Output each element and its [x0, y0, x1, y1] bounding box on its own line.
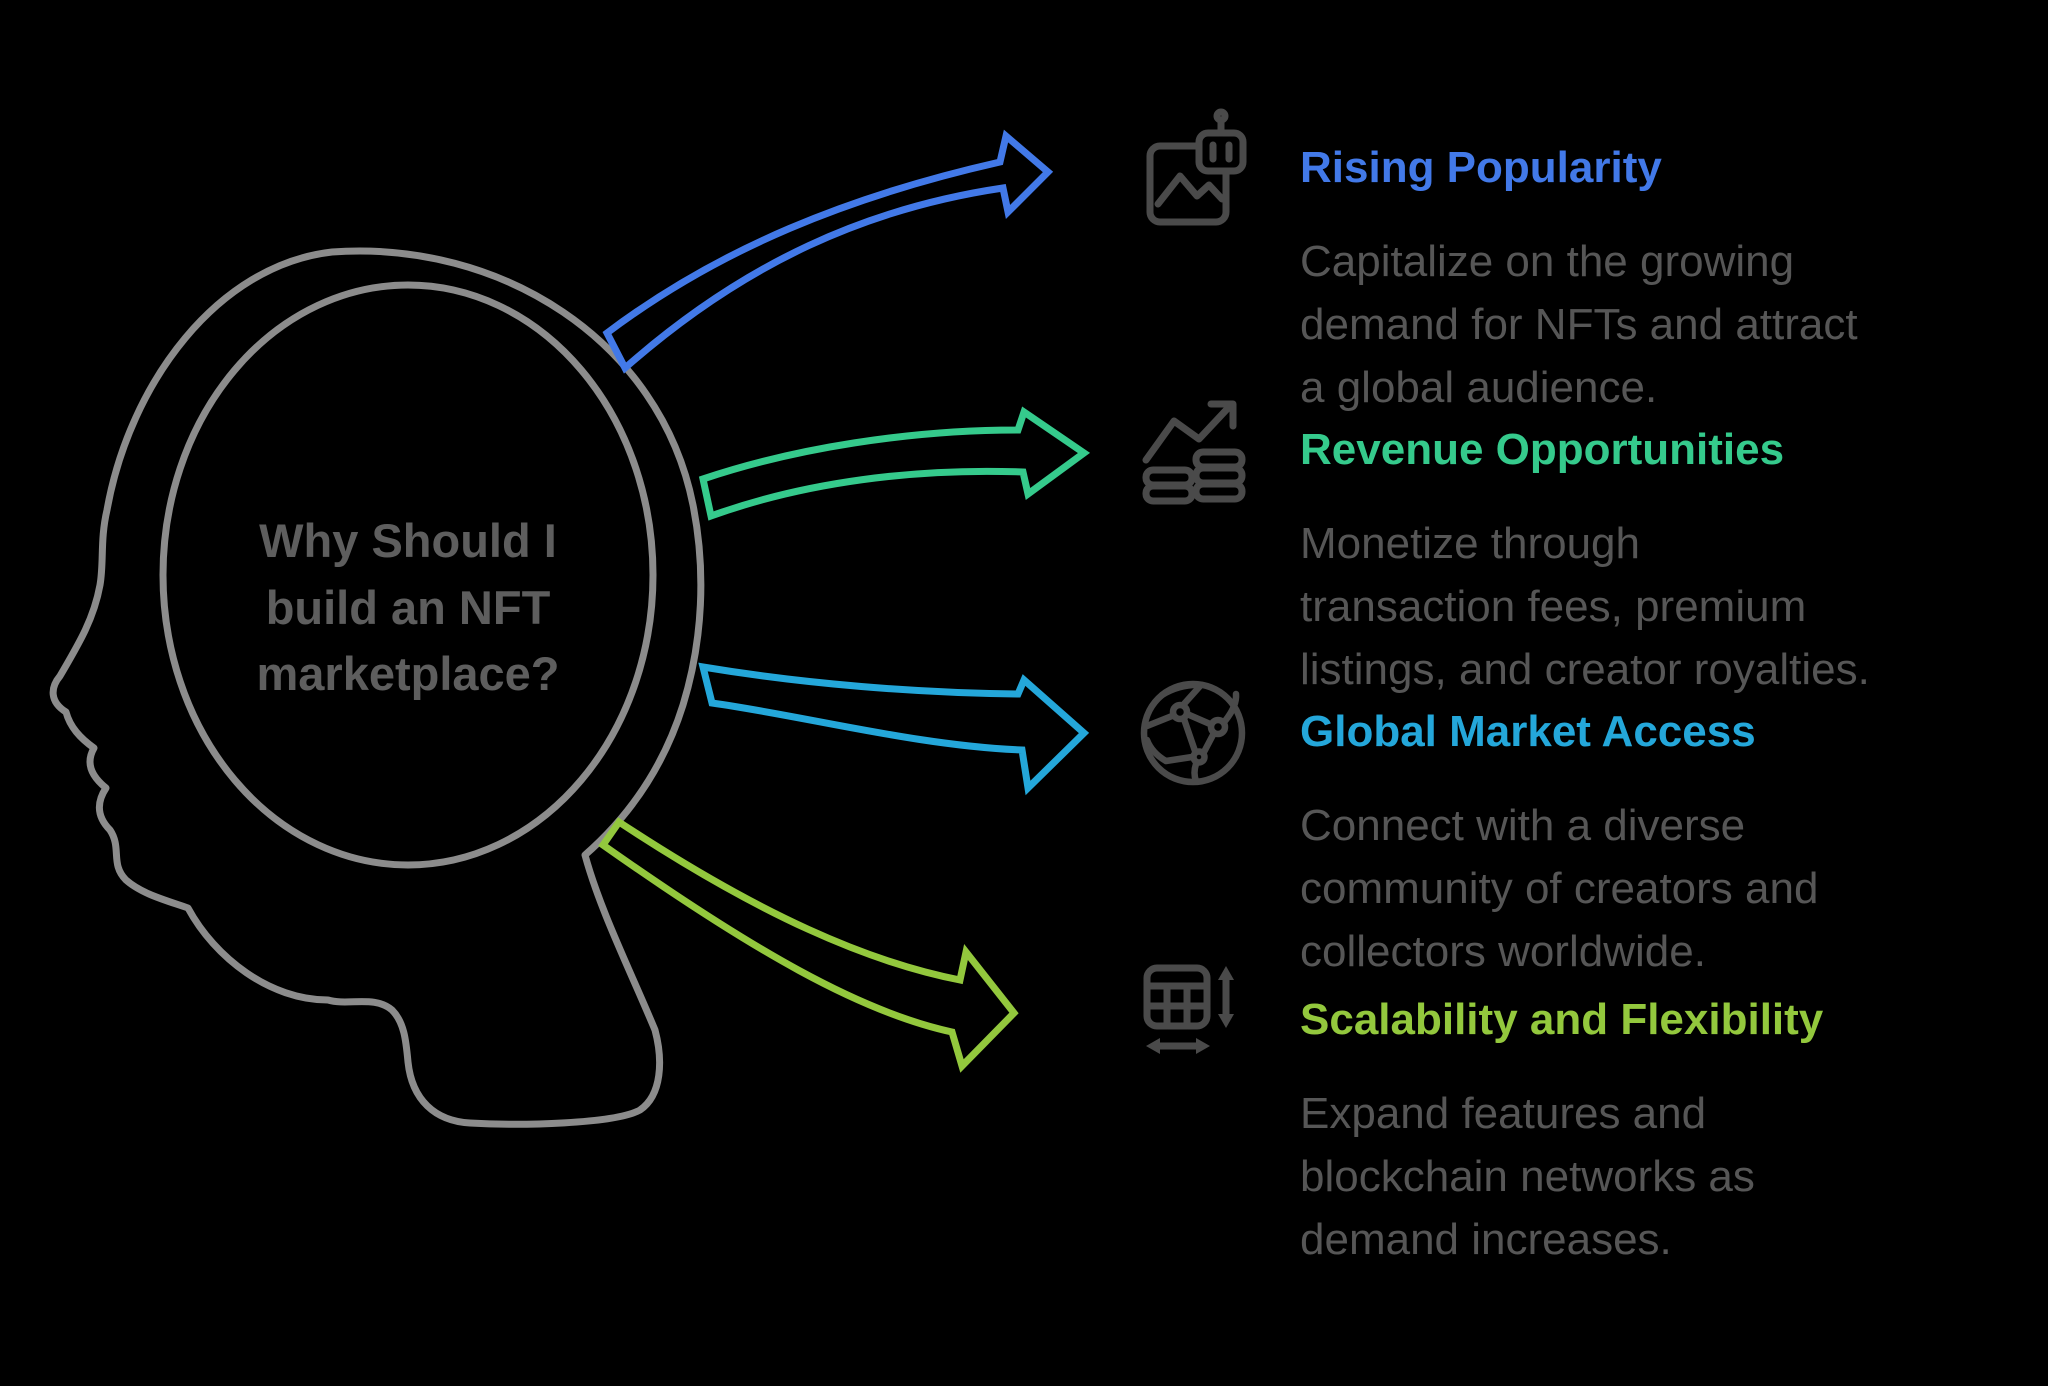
- picture-mountains: [1154, 172, 1226, 208]
- section-title: Global Market Access: [1300, 707, 1756, 756]
- globe-link: [1183, 710, 1214, 728]
- horizontal-resize-arrowhead: [1146, 1038, 1160, 1054]
- horizontal-resize-arrowhead: [1196, 1038, 1210, 1054]
- arrow-global-market-access: [698, 662, 1090, 796]
- globe-network-icon: [1140, 680, 1246, 786]
- globe-link: [1180, 715, 1199, 755]
- section-title: Rising Popularity: [1300, 143, 1662, 192]
- globe-link: [1191, 760, 1200, 785]
- trend-line: [1142, 403, 1233, 464]
- picture-frame: [1146, 142, 1230, 226]
- section-title: Scalability and Flexibility: [1300, 995, 1824, 1044]
- table-frame: [1143, 964, 1211, 1030]
- arrow-rising-popularity: [602, 129, 1054, 374]
- robot-antenna-tip: [1213, 108, 1229, 124]
- section-global-market-access: Global Market Access Connect with a dive…: [1300, 706, 2040, 983]
- revenue-growth-coins-icon: [1142, 400, 1246, 505]
- section-body: Monetize through transaction fees, premi…: [1300, 519, 1870, 694]
- vertical-resize-arrowhead: [1218, 1014, 1234, 1028]
- head-profile-outline: [49, 247, 705, 1128]
- coin: [1192, 480, 1246, 503]
- globe-link: [1180, 681, 1205, 708]
- central-question: Why Should I build an NFT marketplace?: [256, 514, 560, 701]
- network-node: [1169, 701, 1191, 723]
- table-grid-lines: [1143, 982, 1211, 1030]
- section-body: Expand features and blockchain networks …: [1300, 1089, 1755, 1264]
- section-title: Revenue Opportunities: [1300, 425, 1785, 474]
- brain-circle: [159, 281, 657, 869]
- trend-arrowhead: [1207, 400, 1237, 430]
- section-scalability-flexibility: Scalability and Flexibility Expand featu…: [1300, 994, 2040, 1271]
- section-body: Connect with a diverse community of crea…: [1300, 801, 1819, 976]
- vertical-resize-arrowhead: [1218, 966, 1234, 980]
- head-outline-path: [49, 247, 705, 1128]
- globe-link: [1143, 712, 1176, 730]
- section-rising-popularity: Rising Popularity Capitalize on the grow…: [1300, 142, 2040, 419]
- coin: [1142, 482, 1196, 505]
- robot-eyes: [1209, 141, 1233, 163]
- section-body: Capitalize on the growing demand for NFT…: [1300, 237, 1858, 412]
- globe-link: [1200, 729, 1218, 756]
- arrow-scalability-flexibility: [598, 817, 1019, 1073]
- section-revenue-opportunities: Revenue Opportunities Monetize through t…: [1300, 424, 2040, 701]
- globe-link: [1143, 736, 1196, 765]
- robot-head: [1195, 129, 1247, 175]
- network-node: [1207, 716, 1229, 738]
- table-resize-icon: [1143, 964, 1234, 1054]
- network-node: [1190, 748, 1208, 766]
- arrow-revenue-opportunities: [698, 406, 1091, 521]
- nft-image-robot-icon: [1146, 108, 1247, 226]
- globe-link: [1221, 690, 1240, 725]
